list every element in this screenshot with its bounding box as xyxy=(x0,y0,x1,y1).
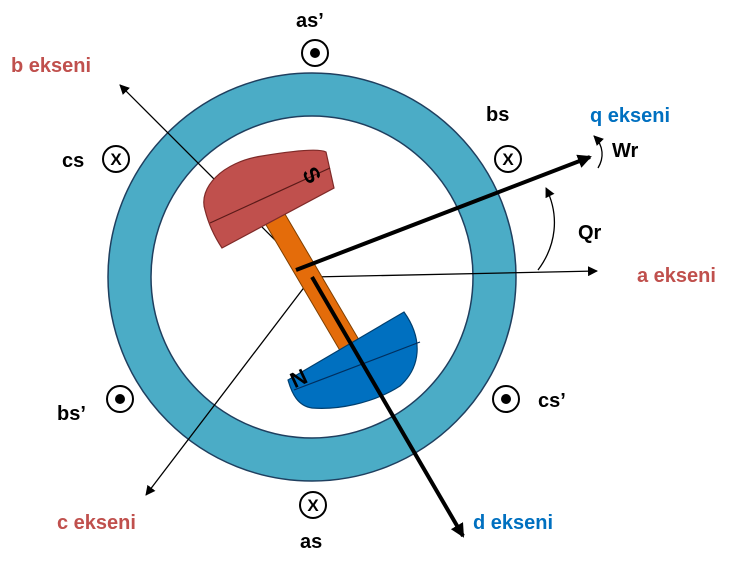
north-pole: N xyxy=(286,311,421,409)
label-theta: Qr xyxy=(578,222,602,244)
dot-icon xyxy=(115,394,125,404)
label-a-axis: a ekseni xyxy=(637,265,716,287)
label-cs-prime: cs’ xyxy=(538,390,566,412)
cross-icon: X xyxy=(307,496,319,515)
winding-cs: X xyxy=(102,145,130,173)
cross-icon: X xyxy=(110,150,122,169)
label-omega: Wr xyxy=(612,140,639,162)
cross-icon: X xyxy=(502,150,514,169)
winding-bs: X xyxy=(494,145,522,173)
d-axis-line xyxy=(310,275,465,538)
label-q-axis: q ekseni xyxy=(590,105,670,127)
a-axis-line xyxy=(311,266,598,278)
theta-arc xyxy=(537,187,556,271)
winding-as-prime xyxy=(301,39,329,67)
omega-arc xyxy=(593,135,604,169)
winding-bs-prime xyxy=(106,385,134,413)
q-axis-line xyxy=(295,154,592,272)
label-d-axis: d ekseni xyxy=(473,512,553,534)
south-pole: S xyxy=(203,149,335,249)
label-c-axis: c ekseni xyxy=(57,512,136,534)
label-b-axis: b ekseni xyxy=(11,55,91,77)
winding-as: X xyxy=(299,491,327,519)
label-cs: cs xyxy=(62,150,84,172)
label-as-prime: as’ xyxy=(296,10,324,32)
c-axis-line xyxy=(145,276,313,496)
dot-icon xyxy=(310,48,320,58)
label-bs-prime: bs’ xyxy=(57,403,86,425)
label-as: as xyxy=(300,531,322,553)
winding-cs-prime xyxy=(492,385,520,413)
label-bs: bs xyxy=(486,104,509,126)
dot-icon xyxy=(501,394,511,404)
